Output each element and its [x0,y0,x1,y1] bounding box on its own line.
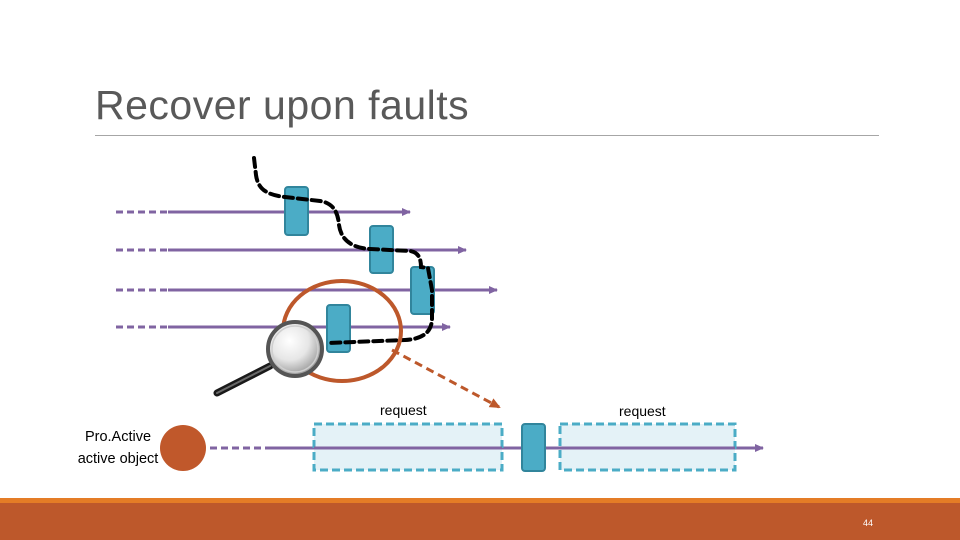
proactive-label-line2: active object [77,451,159,467]
footer-accent-stripe [0,498,960,503]
request-arrow [391,348,501,409]
slide-title: Recover upon faults [95,82,470,128]
magnifying-glass-icon [213,320,324,397]
request-box-4 [326,304,351,353]
request-box-1 [284,186,309,236]
serving-request-box [521,423,546,472]
title-divider [95,135,879,136]
request-label-right: request [619,403,666,419]
request-label-left: request [380,402,427,418]
active-object-circle [160,425,206,471]
proactive-label-line1: Pro.Active [84,429,152,445]
footer-bar [0,503,960,540]
page-number: 44 [863,518,874,528]
recovery-line [252,156,434,345]
proactive-label: Pro.Active active object [58,426,178,470]
